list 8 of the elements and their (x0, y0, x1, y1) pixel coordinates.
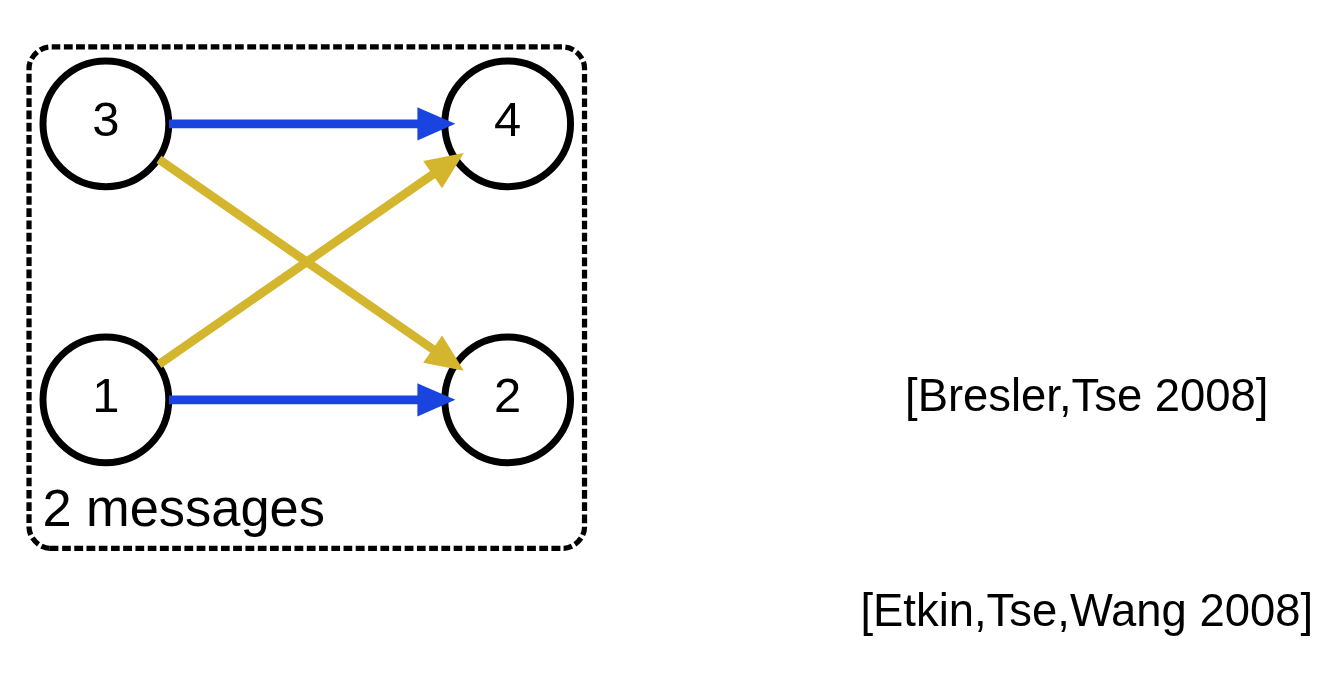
label: [Etkin,Tse,Wang 2008] (860, 584, 1314, 636)
node-circle: 4 (441, 56, 575, 190)
arrow (169, 106, 456, 140)
node-circle: 1 (39, 332, 173, 466)
node-circle: 2 (441, 332, 575, 466)
node-circle: 3 (39, 56, 173, 190)
arrow (169, 382, 456, 416)
label: [Bresler,Tse 2008] (905, 369, 1269, 421)
